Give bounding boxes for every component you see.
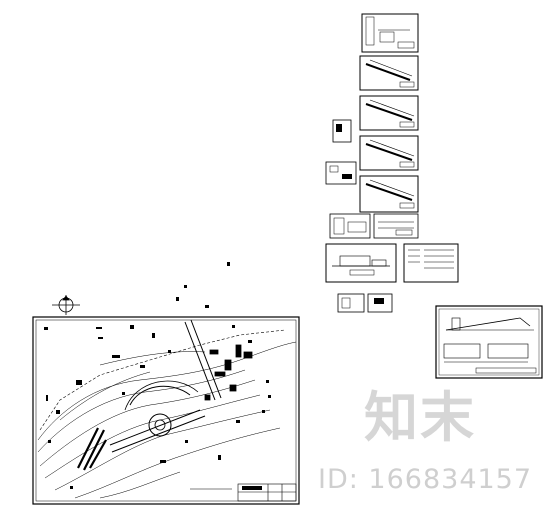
sheet-thumbnail bbox=[373, 213, 419, 239]
contour-lines bbox=[37, 341, 297, 499]
watermark-id: ID: 166834157 bbox=[318, 464, 533, 495]
central-plaza bbox=[124, 380, 199, 437]
detail-sheet bbox=[332, 119, 352, 143]
title-block bbox=[237, 483, 297, 502]
sheet-thumbnail bbox=[359, 135, 419, 171]
sheet-thumbnail bbox=[361, 13, 419, 53]
section-sheet bbox=[435, 305, 543, 379]
site-plan-inner-frame bbox=[35, 319, 297, 502]
watermark-logo: 知末 bbox=[364, 386, 476, 449]
main-road bbox=[109, 319, 222, 453]
sheet-thumbnail bbox=[359, 175, 419, 213]
sheet-thumbnail bbox=[359, 55, 419, 91]
site-plan-frame bbox=[32, 316, 300, 505]
sheet-column bbox=[325, 13, 543, 379]
sheet-thumbnail bbox=[359, 95, 419, 131]
sheet-thumbnail bbox=[329, 213, 371, 239]
detail-sheet bbox=[325, 161, 357, 185]
site-plan-sheet bbox=[32, 262, 300, 505]
building-cluster bbox=[204, 344, 253, 401]
sheet-thumbnail bbox=[403, 243, 459, 283]
site-markers bbox=[44, 262, 271, 489]
site-boundary bbox=[39, 329, 286, 431]
sheet-thumbnail bbox=[337, 293, 365, 313]
sheet-thumbnail bbox=[367, 293, 393, 313]
sheet-thumbnail bbox=[325, 243, 397, 283]
terrace-hatching bbox=[77, 427, 107, 471]
north-arrow-icon bbox=[52, 295, 80, 315]
